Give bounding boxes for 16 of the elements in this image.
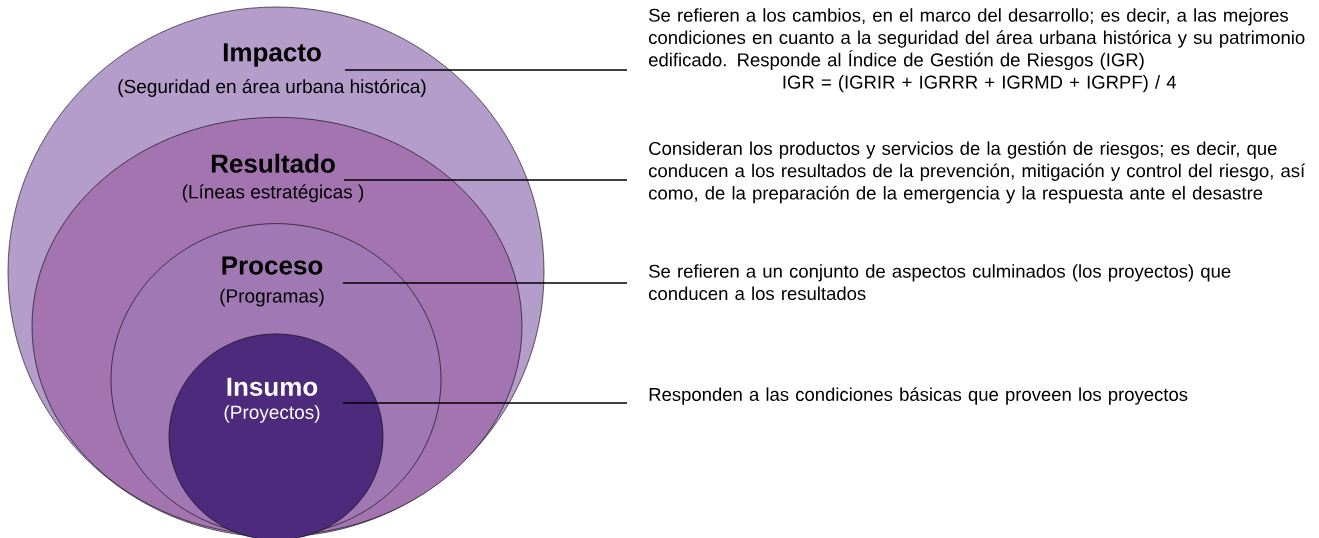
circle-heading: Resultado bbox=[211, 153, 335, 173]
circle-subtitle: (Proyectos) bbox=[224, 405, 320, 423]
leader-line bbox=[342, 402, 628, 404]
leader-line bbox=[342, 282, 628, 284]
circle-heading: Insumo bbox=[227, 377, 318, 396]
description-text: Responden a las condiciones básicas que proveen los proyectos bbox=[649, 387, 1188, 405]
circle-heading: Proceso bbox=[222, 256, 323, 275]
description-text: Se refieren a los cambios, en el marco del desarrollo; es decir, a las mejores condiciones en cuanto a la seguridad del área urbana histórica y su patrimonio edificado. Responde al Índice de Gestión de Riesgos (IGR) IGR = (IGRIR + IGRRR + IGRMD + IGRPF) / 4 bbox=[649, 8, 1305, 93]
circle-heading: Impacto bbox=[223, 43, 321, 67]
leader-line bbox=[343, 179, 628, 181]
circle-subtitle: (Programas) bbox=[220, 288, 324, 307]
circle-subtitle: (Seguridad en área urbana histórica) bbox=[118, 79, 426, 97]
leader-line bbox=[344, 69, 628, 71]
circle-subtitle: (Líneas estratégicas ) bbox=[182, 184, 364, 203]
description-text: Se refieren a un conjunto de aspectos culminados (los proyectos) que conducen a los resultados bbox=[649, 264, 1231, 301]
description-text: Consideran los productos y servicios de la gestión de riesgos; es decir, que conducen a los resultados de la prevención, mitigación y control del riesgo, así como, de la preparación de la emergencia y la respuesta ante el desastre bbox=[649, 141, 1306, 204]
